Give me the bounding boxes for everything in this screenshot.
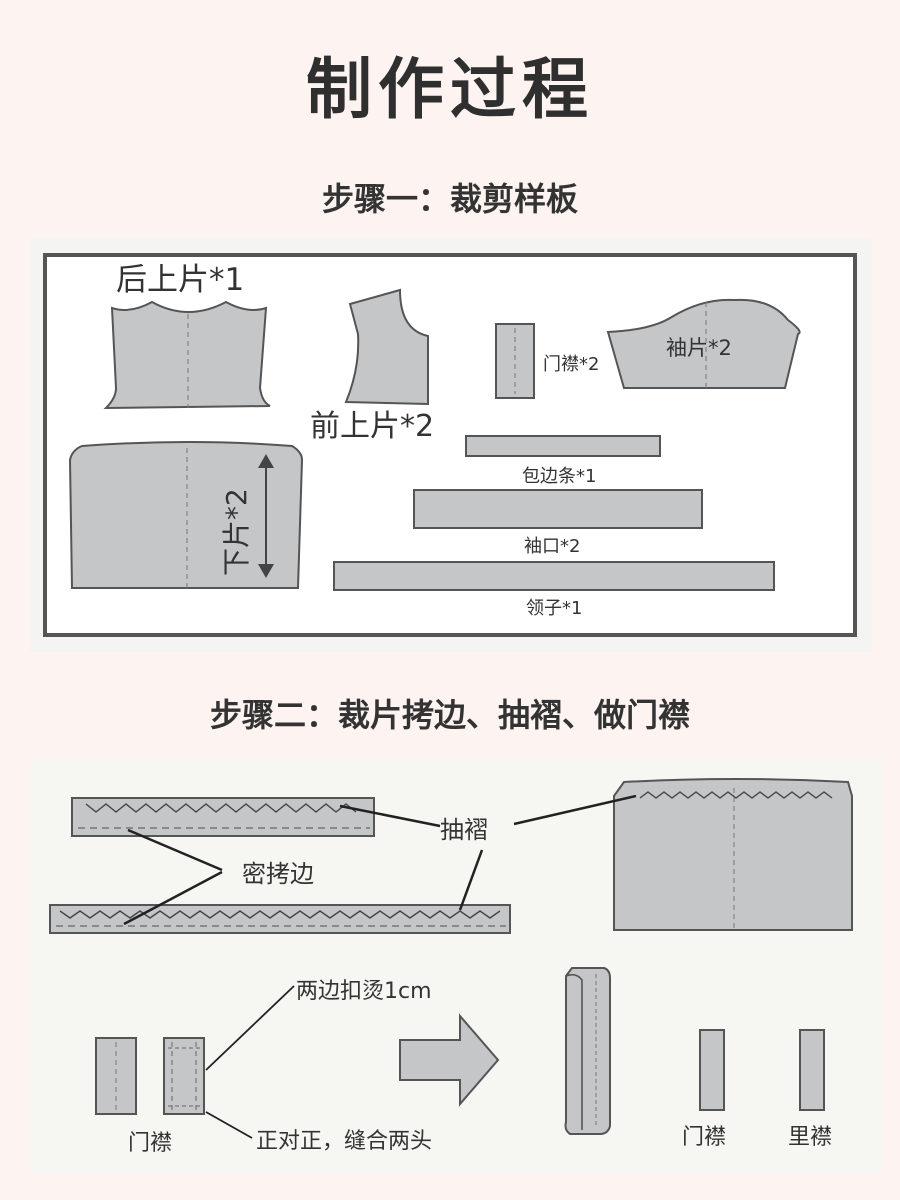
arrow-down-icon	[258, 564, 274, 578]
binding-strip-label: 包边条*1	[522, 466, 596, 487]
gathered-strip-top	[71, 797, 375, 837]
right-arrow-icon	[399, 1013, 500, 1107]
zigzag-stitch-panel	[639, 791, 833, 799]
overlock-label: 密拷边	[242, 860, 314, 888]
overlock-pointer-1	[127, 828, 223, 872]
placket-pressed-piece	[163, 1037, 205, 1115]
gather-label: 抽褶	[440, 816, 488, 844]
step2-title: 步骤二：裁片拷边、抽褶、做门襟	[209, 696, 690, 734]
front-upper-piece	[344, 288, 429, 406]
finished-lining-piece	[799, 1029, 825, 1111]
sleeve-label: 袖片*2	[666, 336, 732, 360]
placket-result-label: 门襟	[682, 1125, 726, 1150]
gathered-panel	[613, 778, 853, 931]
zigzag-stitch-top	[85, 803, 357, 813]
gathered-strip-bottom	[49, 904, 511, 934]
collar-piece	[333, 561, 775, 591]
lower-piece	[68, 441, 304, 589]
folded-placket-piece	[564, 967, 611, 1135]
lining-result-label: 里襟	[788, 1125, 832, 1150]
binding-strip-piece	[465, 435, 661, 457]
finished-placket-piece	[699, 1029, 725, 1111]
overlock-pointer-2	[123, 870, 223, 926]
zigzag-stitch-bottom	[59, 910, 501, 919]
front-upper-label: 前上片*2	[310, 409, 434, 444]
collar-label: 领子*1	[526, 598, 582, 619]
page-title: 制作过程	[306, 51, 594, 128]
press-pointer	[205, 985, 295, 1071]
step2-panel: 抽褶 密拷边 门襟 两边扣烫1cm 正对正，缝合两头 门襟 里襟	[30, 758, 882, 1172]
placket-label: 门襟*2	[543, 354, 599, 375]
placket-step-label: 门襟	[128, 1131, 172, 1156]
placket-flat-piece	[95, 1037, 137, 1115]
step1-panel: 后上片*1 前上片*2 门襟*2 袖片*2 下片*2 包边条*1 袖口*2 领子…	[30, 238, 872, 652]
folded-placket-fold	[565, 973, 583, 1130]
gather-pointer-1	[339, 804, 441, 828]
gather-pointer-3	[513, 794, 637, 826]
cuff-label: 袖口*2	[524, 536, 580, 557]
placket-piece	[495, 323, 535, 399]
press-label: 两边扣烫1cm	[296, 979, 432, 1004]
step2-process-diagram: 抽褶 密拷边 门襟 两边扣烫1cm 正对正，缝合两头 门襟 里襟	[49, 778, 853, 1156]
sleeve-piece	[606, 298, 801, 389]
sew-pointer	[205, 1111, 253, 1139]
step1-title: 步骤一：裁剪样板	[321, 180, 578, 218]
gather-pointer-2	[458, 849, 484, 911]
arrow-up-icon	[258, 454, 274, 468]
sew-ends-label: 正对正，缝合两头	[256, 1129, 432, 1154]
back-upper-label: 后上片*1	[116, 262, 244, 298]
lower-piece-label: 下片*2	[220, 488, 253, 576]
step1-pattern-diagram: 后上片*1 前上片*2 门襟*2 袖片*2 下片*2 包边条*1 袖口*2 领子…	[43, 253, 857, 637]
cuff-piece	[413, 489, 703, 529]
